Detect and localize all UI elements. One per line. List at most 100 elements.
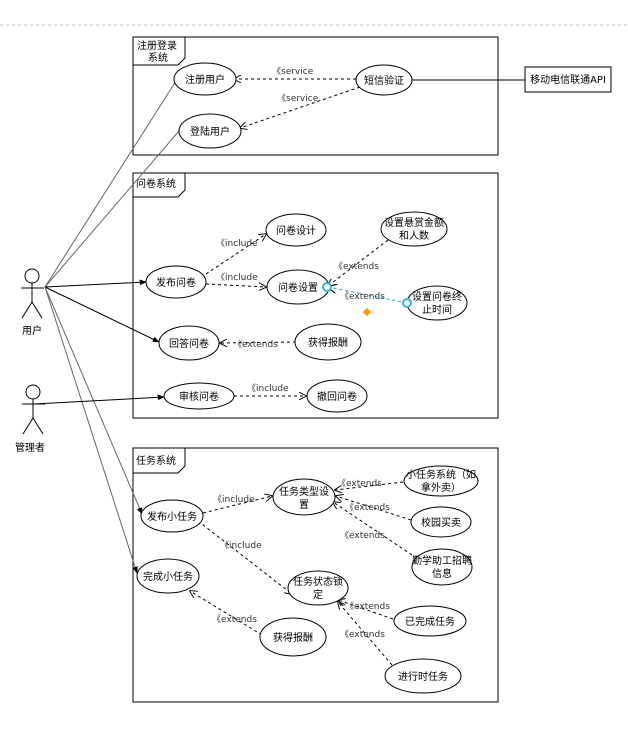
usecase-sms-verify[interactable]: 短信验证 [355, 64, 413, 96]
label-extends-errand: 《extends [337, 478, 382, 489]
label-extends-task-reward: 《extends [212, 614, 257, 625]
rel-include-settings [205, 284, 266, 287]
package-task-title: 任务系统 [136, 454, 176, 467]
usecase-get-reward-task-label: 获得报酬 [273, 631, 313, 644]
usecase-task-type-label-1: 任务类型设 [279, 485, 329, 498]
external-api-box[interactable]: 移动电信联通API [524, 66, 612, 93]
waypoint-handle[interactable] [362, 307, 372, 317]
relation-labels: 《service 《service 《include 《include 《ext… [212, 66, 390, 640]
usecase-register-user[interactable]: 注册用户 [173, 62, 237, 96]
assoc-user-publish-survey [44, 279, 147, 288]
usecase-reward-amount[interactable]: 设置悬赏金额 和人数 [380, 211, 448, 247]
rel-extends-ongoing [338, 602, 393, 666]
actor-user[interactable] [21, 268, 44, 319]
usecase-work-study-label-2: 信息 [432, 567, 452, 580]
usecase-errand[interactable]: 小任务系统（如 拿外卖） [403, 465, 479, 497]
usecase-ongoing-task-label: 进行时任务 [398, 670, 448, 683]
assoc-user-register [44, 80, 177, 288]
label-extends-ongoing: 《extends [340, 629, 385, 640]
usecase-withdraw-survey[interactable]: 撤回问卷 [306, 379, 368, 413]
label-include-settings: 《include [216, 272, 258, 283]
usecase-survey-design[interactable]: 问卷设计 [265, 213, 327, 247]
usecase-task-type[interactable]: 任务类型设 置 [272, 478, 336, 516]
usecase-get-reward-task[interactable]: 获得报酬 [259, 617, 327, 657]
label-extends-work-study: 《extends [340, 530, 385, 541]
usecase-ongoing-task[interactable]: 进行时任务 [384, 658, 462, 694]
usecase-publish-survey[interactable]: 发布问卷 [145, 265, 207, 299]
label-include-design: 《include [216, 238, 258, 249]
label-extends-end-time: 《extends [340, 291, 385, 302]
rel-include-task-status [197, 520, 292, 594]
package-questionnaire-title: 问卷系统 [136, 177, 176, 190]
connectors [33, 79, 525, 666]
usecase-publish-survey-label: 发布问卷 [156, 276, 196, 289]
usecase-answer-survey[interactable]: 回答问卷 [158, 325, 220, 361]
usecase-task-status[interactable]: 任务状态锁 定 [287, 570, 349, 606]
usecase-errand-label-2: 拿外卖） [421, 481, 461, 494]
usecase-answer-survey-label: 回答问卷 [169, 337, 209, 350]
rel-extends-done [338, 600, 394, 620]
actor-admin-leg-right [32, 417, 44, 435]
usecase-end-time[interactable]: 设置问卷终 止时间 [406, 285, 468, 321]
usecase-errand-label-1: 小任务系统（如 [406, 468, 476, 481]
usecase-survey-settings-label: 问卷设置 [278, 281, 318, 294]
usecase-end-time-label-2: 止时间 [422, 303, 452, 316]
assoc-user-login [44, 130, 180, 288]
usecase-login-user[interactable]: 登陆用户 [178, 113, 242, 149]
label-include-task-status: 《include [220, 540, 262, 551]
actor-user-head [24, 268, 40, 284]
usecase-work-study-label-1: 勤学助工招聘 [412, 554, 472, 567]
usecase-done-task[interactable]: 已完成任务 [393, 605, 467, 637]
usecase-complete-task[interactable]: 完成小任务 [136, 558, 200, 594]
usecase-campus-trade[interactable]: 校园买卖 [410, 506, 472, 538]
usecase-reward-amount-label-1: 设置悬赏金额 [384, 216, 444, 229]
usecase-survey-settings[interactable]: 问卷设置 [266, 269, 330, 305]
actor-admin-head [25, 384, 41, 400]
usecase-publish-task[interactable]: 发布小任务 [140, 499, 204, 533]
label-include-task-type: 《include [213, 494, 255, 505]
connection-handle-end[interactable] [402, 298, 412, 308]
package-register-title-line1: 注册登录 [137, 39, 177, 52]
usecase-complete-task-label: 完成小任务 [143, 570, 193, 583]
usecase-reward-amount-label-2: 和人数 [399, 229, 429, 242]
usecase-end-time-label-1: 设置问卷终 [412, 290, 462, 303]
assoc-admin-review [33, 394, 165, 405]
package-register-login: 注册登录 系统 [132, 36, 499, 156]
usecase-survey-design-label: 问卷设计 [276, 224, 316, 237]
assoc-user-complete-task [44, 286, 138, 574]
connection-handle-start[interactable] [322, 282, 332, 292]
label-extends-reward-amount: 《extends [334, 261, 379, 272]
package-register-title-line2: 系统 [148, 51, 168, 64]
usecase-get-reward-survey-label: 获得报酬 [308, 336, 348, 349]
usecase-task-status-label-1: 任务状态锁 [293, 575, 343, 588]
usecase-review-survey[interactable]: 审核问卷 [163, 382, 235, 410]
rel-include-design [205, 234, 266, 275]
rel-extends-campus [336, 496, 412, 521]
actor-user-leg-left [21, 301, 33, 319]
actor-admin-leg-left [22, 417, 34, 435]
rel-extends-work-study [333, 502, 413, 556]
rel-extends-answer-reward [220, 342, 297, 343]
rel-extends-end-time [328, 287, 408, 304]
usecase-register-user-label: 注册用户 [185, 73, 225, 86]
label-service-register: 《service [272, 66, 314, 77]
label-include-withdraw: 《include [247, 383, 289, 394]
actor-admin[interactable] [22, 384, 45, 435]
actor-user-leg-right [31, 301, 43, 319]
label-extends-campus: 《extends [345, 502, 390, 513]
usecase-get-reward-survey[interactable]: 获得报酬 [294, 323, 362, 361]
usecase-login-user-label: 登陆用户 [190, 125, 230, 138]
usecase-campus-trade-label: 校园买卖 [421, 516, 461, 529]
label-extends-done: 《extends [345, 601, 390, 612]
usecase-publish-task-label: 发布小任务 [147, 510, 197, 523]
package-questionnaire: 问卷系统 [132, 172, 499, 419]
assoc-user-answer-survey [44, 286, 160, 343]
usecase-done-task-label: 已完成任务 [405, 615, 455, 628]
external-api-label: 移动电信联通API [530, 73, 606, 86]
package-task: 任务系统 [132, 447, 499, 703]
label-extends-answer-reward: 《extends [233, 339, 278, 350]
usecase-task-type-label-2: 置 [299, 499, 309, 511]
usecase-work-study[interactable]: 勤学助工招聘 信息 [411, 548, 473, 586]
usecase-withdraw-survey-label: 撤回问卷 [317, 390, 357, 403]
